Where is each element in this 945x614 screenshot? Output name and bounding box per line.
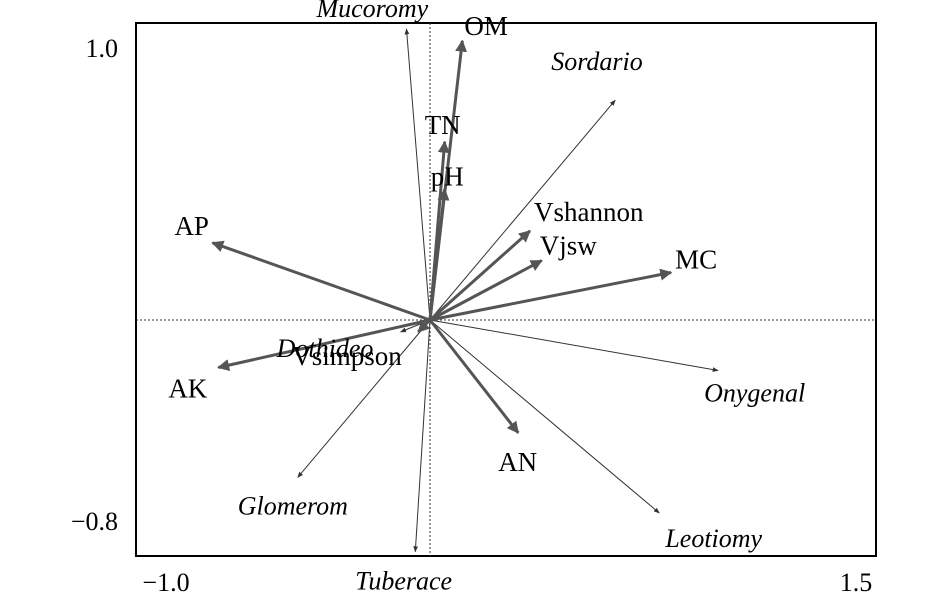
- taxa-arrow-leotiomy: [429, 319, 660, 514]
- taxa-label-tuberace: Tuberace: [355, 567, 452, 596]
- taxa-arrow-sordario: [429, 99, 616, 321]
- env-arrow-ap: [211, 240, 431, 322]
- env-arrow-vjsw: [429, 259, 543, 322]
- env-arrow-an: [428, 319, 520, 434]
- env-label-vsimpson: Vsimpson: [292, 341, 402, 371]
- label-group: MucoromySordarioDothideoOnygenalGlomerom…: [168, 0, 805, 596]
- y-tick-label-bottom: −0.8: [71, 507, 118, 536]
- taxa-label-sordario: Sordario: [551, 47, 643, 76]
- x-tick-label-right: 1.5: [840, 568, 873, 597]
- env-label-ak: AK: [168, 374, 207, 404]
- env-label-tn: TN: [425, 110, 461, 140]
- env-label-vjsw: Vjsw: [540, 231, 598, 261]
- env-arrow-ph: [428, 188, 450, 321]
- env-label-an: AN: [498, 447, 537, 477]
- env-arrow-vsimpson: [417, 318, 432, 333]
- taxa-label-mucoromy: Mucoromy: [315, 0, 428, 23]
- taxa-label-leotiomy: Leotiomy: [664, 524, 762, 553]
- vector-group: [211, 28, 719, 553]
- taxa-arrow-mucoromy: [404, 28, 431, 321]
- env-arrow-vshannon: [429, 229, 531, 322]
- env-label-om: OM: [464, 11, 508, 41]
- taxa-arrow-tuberace: [413, 319, 431, 553]
- env-arrow-ak: [217, 318, 431, 372]
- taxa-label-dothideo: Dothideo: [276, 334, 374, 363]
- taxa-label-glomerom: Glomerom: [238, 491, 348, 520]
- env-label-vshannon: Vshannon: [534, 197, 644, 227]
- env-label-mc: MC: [675, 244, 717, 274]
- taxa-label-onygenal: Onygenal: [704, 378, 805, 407]
- axis-ticks: 1.0 −0.8 −1.0 1.5: [71, 34, 877, 597]
- plot-frame: [135, 22, 877, 557]
- y-tick-label-top: 1.0: [86, 34, 119, 63]
- env-arrow-mc: [429, 268, 673, 322]
- taxa-arrow-onygenal: [429, 319, 719, 372]
- env-label-ph: pH: [431, 161, 464, 191]
- x-tick-label-left: −1.0: [142, 568, 189, 597]
- env-label-ap: AP: [174, 211, 209, 241]
- taxa-arrow-glomerom: [297, 319, 431, 478]
